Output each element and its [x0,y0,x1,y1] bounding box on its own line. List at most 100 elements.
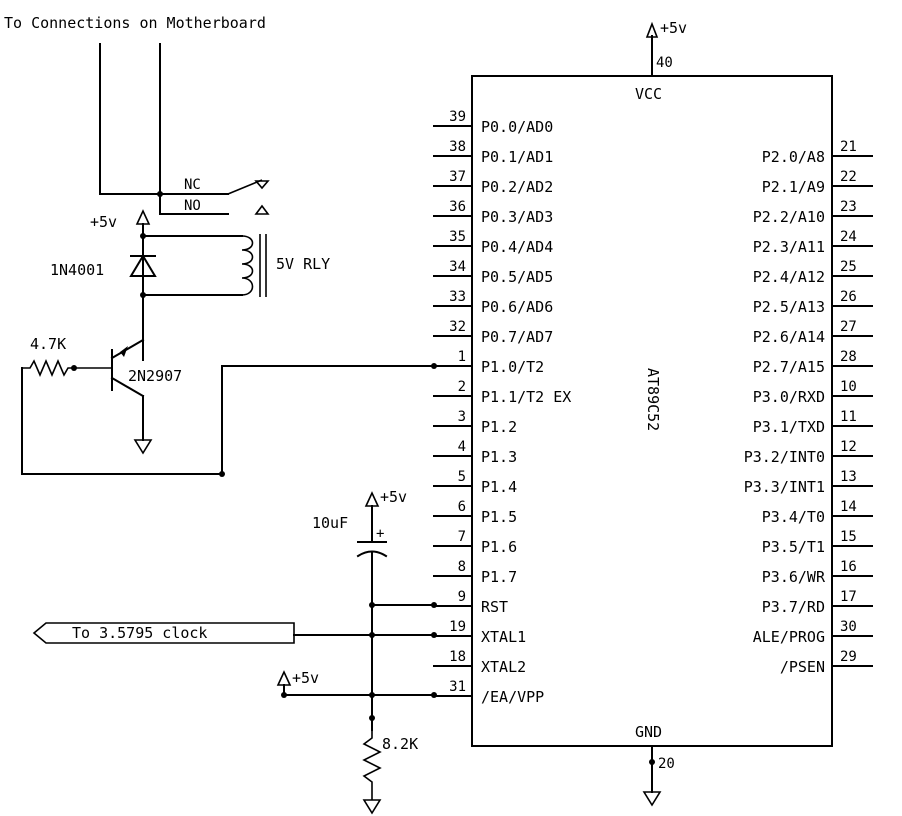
junction-dot [369,715,375,721]
pin-label: RST [481,598,508,616]
junction-dot [431,602,437,608]
power-arrow-icon [645,21,659,38]
diode-icon [129,254,157,277]
pin-label: P3.2/INT0 [744,448,825,466]
gnd-pin-number: 20 [658,756,675,772]
pin-label: P2.5/A13 [753,298,825,316]
pin-label: P0.2/AD2 [481,178,553,196]
pin-number: 29 [840,649,857,665]
pin-number: 13 [840,469,857,485]
pin-label: P2.4/A12 [753,268,825,286]
pin-label: P0.4/AD4 [481,238,553,256]
pin-number: 18 [449,649,466,665]
pin-row-right: 29/PSEN [780,649,873,676]
pin-number: 16 [840,559,857,575]
pin-label: P2.0/A8 [762,148,825,166]
junction-dot [157,191,163,197]
pin-label: P0.6/AD6 [481,298,553,316]
transistor-label: 2N2907 [128,367,182,385]
pin-row-left: 5P1.4 [433,469,517,496]
base-resistor-icon [22,358,112,378]
pin-number: 17 [840,589,857,605]
pin-number: 23 [840,199,857,215]
cap-supply-label: +5v [380,488,407,506]
pin-row-left: 8P1.7 [433,559,517,586]
pin-number: 31 [449,679,466,695]
pin-label: XTAL2 [481,658,526,676]
pin-number: 19 [449,619,466,635]
pin-number: 36 [449,199,466,215]
vcc-supply-label: +5v [660,19,687,37]
transistor-emitter-line [110,338,145,360]
vcc-supply: +5v 40 [645,19,687,77]
pin-number: 39 [449,109,466,125]
gnd-label: GND [635,723,662,741]
pin-number: 21 [840,139,857,155]
reset-resistor-icon [362,730,382,800]
power-arrow-icon [364,491,380,507]
junction-dot [431,363,437,369]
junction-dot [649,759,655,765]
pin-number: 1 [458,349,466,365]
pin-number: 14 [840,499,857,515]
power-arrow-icon [135,209,151,225]
microcontroller: VCC GND AT89C52 39P0.0/AD038P0.1/AD137P0… [433,75,873,747]
pin-row-left: 7P1.6 [433,529,517,556]
vcc-pin-number: 40 [656,55,673,71]
pin-number: 38 [449,139,466,155]
pin-row-left: 2P1.1/T2 EX [433,379,571,406]
pin-label: P2.6/A14 [753,328,825,346]
relay-label: 5V RLY [276,255,330,273]
pin-number: 37 [449,169,466,185]
junction-dot [431,692,437,698]
gnd-supply: 20 [642,745,675,807]
pin-number: 6 [458,499,466,515]
pin-number: 22 [840,169,857,185]
pin-label: P1.0/T2 [481,358,544,376]
junction-dot [219,471,225,477]
pin-label: P1.5 [481,508,517,526]
ground-icon [362,799,382,815]
pin-label: /PSEN [780,658,825,676]
pin-label: /EA/VPP [481,688,544,706]
ground-icon [642,791,662,807]
diode-label: 1N4001 [50,261,104,279]
pin-label: P3.4/T0 [762,508,825,526]
pin-label: P1.6 [481,538,517,556]
pin-row-left: 6P1.5 [433,499,517,526]
clock-input-label: To 3.5795 clock [72,624,207,642]
vcc-label: VCC [635,85,662,103]
junction-dot [281,692,287,698]
pin-number: 2 [458,379,466,395]
pin-label: P3.0/RXD [753,388,825,406]
pin-label: ALE/PROG [753,628,825,646]
left-pin-list: 39P0.0/AD038P0.1/AD137P0.2/AD236P0.3/AD3… [433,109,571,706]
pin-number: 7 [458,529,466,545]
pin-label: P2.7/A15 [753,358,825,376]
ea-supply-label: +5v [292,669,319,687]
pin-label: P1.1/T2 EX [481,388,571,406]
pin-label: P3.1/TXD [753,418,825,436]
power-arrow-icon [276,670,292,686]
pin-number: 4 [458,439,466,455]
pin-number: 25 [840,259,857,275]
pin-label: P3.6/WR [762,568,826,586]
